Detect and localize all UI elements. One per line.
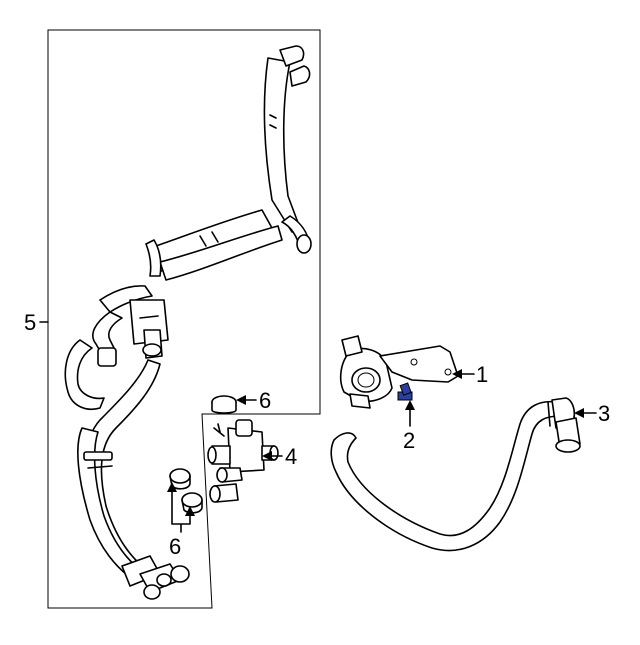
callout-3-label: 3	[598, 401, 610, 426]
callout-3: 3	[574, 401, 610, 426]
clamp-6-lower-a	[169, 468, 191, 490]
callout-5-label: 5	[24, 310, 36, 335]
assembly-outline	[47, 29, 321, 609]
callout-6-upper-label: 6	[259, 388, 271, 413]
callout-1: 1	[452, 362, 488, 387]
callout-6-upper: 6	[236, 388, 271, 413]
clamp-6-lower-b	[181, 492, 203, 514]
callout-5: 5	[24, 310, 49, 335]
hose-3	[330, 397, 581, 552]
water-pump-1	[339, 335, 459, 409]
callout-4: 4	[262, 444, 297, 469]
hose-assembly-5	[64, 45, 312, 600]
control-valve-4	[207, 419, 279, 503]
callout-6-lower: 6	[167, 482, 195, 559]
callout-1-label: 1	[476, 362, 488, 387]
callout-2: 2	[403, 400, 415, 453]
callout-6-lower-label: 6	[169, 534, 181, 559]
clamp-6-upper	[211, 395, 237, 414]
bolt-2	[397, 382, 413, 401]
callout-4-label: 4	[285, 444, 297, 469]
callout-2-label: 2	[403, 428, 415, 453]
